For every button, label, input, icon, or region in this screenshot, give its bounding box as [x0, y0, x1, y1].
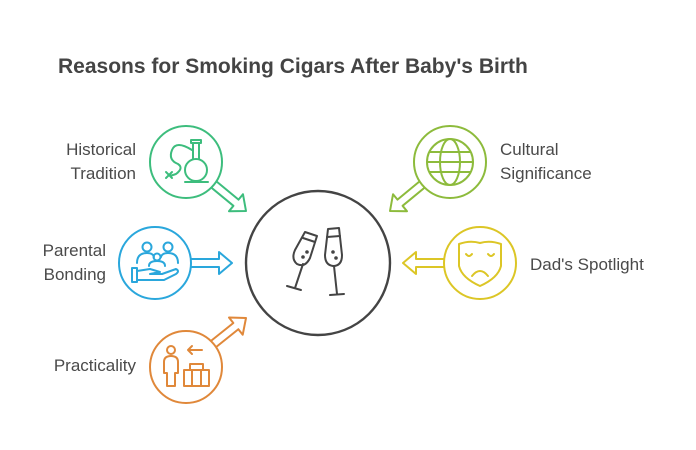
label-line: Cultural — [500, 140, 559, 159]
globe-icon — [426, 138, 474, 186]
label-line: Historical — [66, 140, 136, 159]
hookah-icon — [165, 139, 209, 183]
label-parental-bonding: Parental Bonding — [43, 239, 106, 287]
label-dads-spotlight: Dad's Spotlight — [530, 255, 644, 274]
champagne-toast-icon — [286, 227, 345, 296]
label-cultural-significance: Cultural Significance — [500, 138, 592, 186]
theater-mask-icon — [458, 240, 502, 287]
traveler-luggage-icon — [163, 345, 210, 387]
arrow-dad — [402, 251, 448, 275]
node-historical-tradition — [149, 125, 223, 199]
label-line: Tradition — [70, 164, 136, 183]
node-parental-bonding — [118, 226, 192, 300]
label-practicality: Practicality — [53, 356, 136, 375]
arrow-parental — [187, 251, 233, 275]
label-historical-tradition: Historical Tradition — [66, 138, 136, 186]
label-line: Significance — [500, 164, 592, 183]
center-node — [244, 189, 392, 337]
diagram-title: Reasons for Smoking Cigars After Baby's … — [58, 55, 528, 78]
label-line: Parental — [42, 241, 106, 260]
family-care-icon — [131, 241, 179, 283]
label-line: Bonding — [43, 265, 106, 284]
node-practicality — [149, 330, 223, 404]
node-cultural-significance — [413, 125, 487, 199]
node-dads-spotlight — [443, 226, 517, 300]
